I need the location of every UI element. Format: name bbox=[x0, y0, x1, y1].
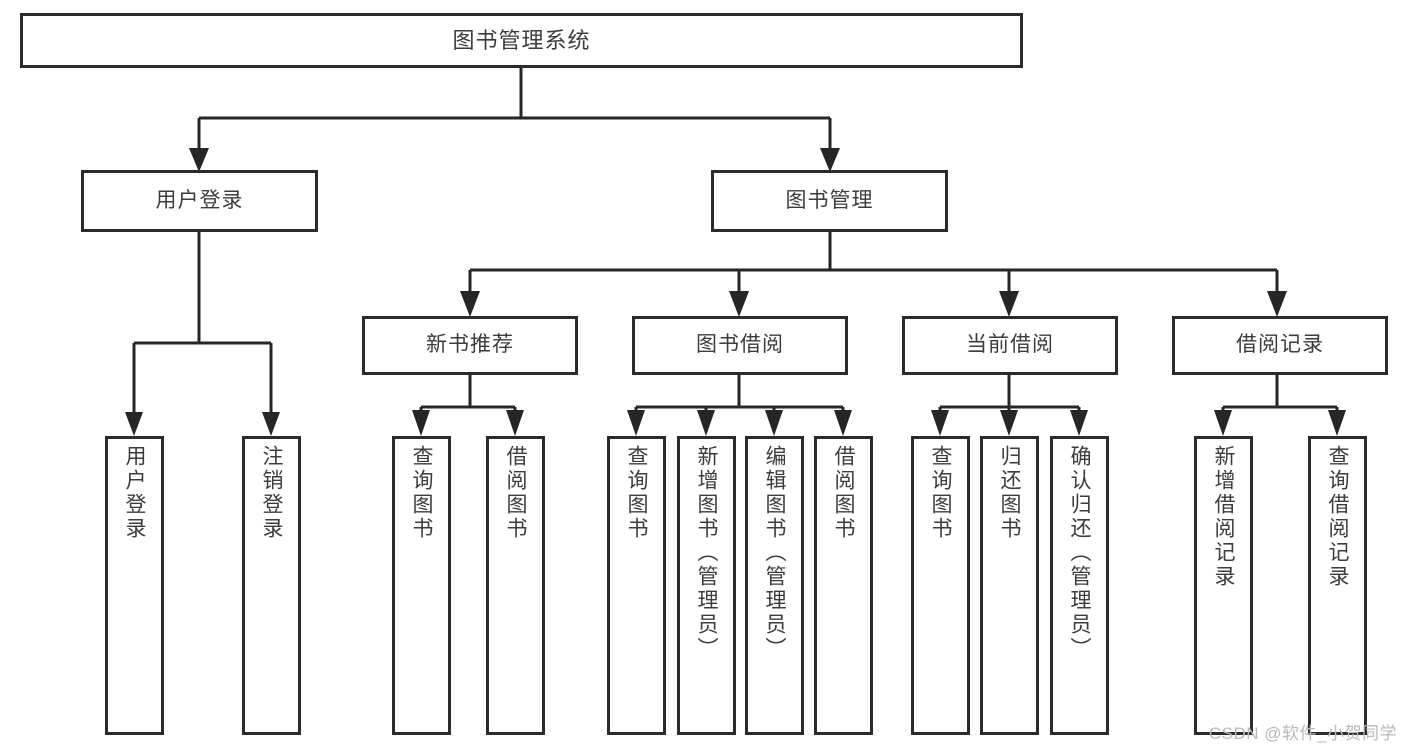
node-label: 用户登录 bbox=[155, 188, 244, 212]
node-new-book-recommendation[interactable]: 新书推荐 bbox=[362, 316, 578, 375]
leaf-user-login-logout[interactable]: 注销登录 bbox=[242, 436, 301, 735]
arrowhead-l3b bbox=[729, 291, 749, 317]
node-label: 查询图书 bbox=[410, 445, 433, 541]
arrowhead-newbook-leaf2 bbox=[506, 410, 524, 436]
arrowhead-borrow-leaf3 bbox=[765, 410, 783, 436]
node-label: 确认归还（管理员） bbox=[1068, 445, 1091, 661]
node-current-borrowing[interactable]: 当前借阅 bbox=[902, 316, 1118, 375]
node-label: 当前借阅 bbox=[966, 333, 1054, 357]
node-label: 查询图书 bbox=[929, 445, 952, 541]
arrowhead-borrow-leaf4 bbox=[834, 410, 852, 436]
arrowhead-current-leaf2 bbox=[1000, 410, 1018, 436]
node-label: 新增图书（管理员） bbox=[695, 445, 718, 661]
node-book-management[interactable]: 图书管理 bbox=[711, 170, 948, 232]
node-label: 新书推荐 bbox=[426, 333, 514, 357]
arrowhead-borrow-leaf1 bbox=[627, 410, 645, 436]
node-borrow-record[interactable]: 借阅记录 bbox=[1172, 316, 1388, 375]
arrowhead-userlogin-leaf2 bbox=[262, 412, 280, 436]
arrowhead-borrow-leaf2 bbox=[697, 410, 715, 436]
arrowhead-current-leaf3 bbox=[1070, 410, 1088, 436]
node-label: 图书管理 bbox=[785, 188, 874, 212]
arrowhead-l3a bbox=[460, 291, 480, 317]
node-user-login[interactable]: 用户登录 bbox=[81, 170, 318, 232]
node-root-book-management-system[interactable]: 图书管理系统 bbox=[20, 13, 1023, 68]
leaf-current-borrow-query[interactable]: 查询图书 bbox=[911, 436, 970, 735]
csdn-watermark: CSDN @软件_小贺同学 bbox=[1208, 724, 1397, 743]
arrowhead-userlogin bbox=[189, 148, 209, 172]
leaf-user-login-login[interactable]: 用户登录 bbox=[105, 436, 164, 735]
node-label: 归还图书 bbox=[998, 445, 1021, 541]
leaf-current-borrow-return[interactable]: 归还图书 bbox=[980, 436, 1039, 735]
arrowhead-record-leaf1 bbox=[1214, 410, 1232, 436]
node-label: 图书管理系统 bbox=[452, 27, 591, 53]
node-label: 用户登录 bbox=[123, 445, 146, 541]
arrowhead-bookmgmt bbox=[820, 148, 840, 172]
arrowhead-userlogin-leaf1 bbox=[125, 412, 143, 436]
node-book-borrowing[interactable]: 图书借阅 bbox=[632, 316, 848, 375]
node-label: 查询借阅记录 bbox=[1326, 445, 1349, 589]
arrowhead-newbook-leaf1 bbox=[412, 410, 430, 436]
node-label: 编辑图书（管理员） bbox=[763, 445, 786, 661]
node-label: 图书借阅 bbox=[696, 333, 784, 357]
leaf-borrow-record-query[interactable]: 查询借阅记录 bbox=[1308, 436, 1367, 735]
leaf-book-borrow-query[interactable]: 查询图书 bbox=[607, 436, 666, 735]
arrowhead-record-leaf2 bbox=[1328, 410, 1346, 436]
leaf-book-borrow-edit-admin[interactable]: 编辑图书（管理员） bbox=[745, 436, 804, 735]
leaf-borrow-record-add[interactable]: 新增借阅记录 bbox=[1194, 436, 1253, 735]
arrowhead-l3d bbox=[1267, 291, 1287, 317]
node-label: 借阅图书 bbox=[832, 445, 855, 541]
arrowhead-l3c bbox=[999, 291, 1019, 317]
leaf-book-borrow-add-admin[interactable]: 新增图书（管理员） bbox=[677, 436, 736, 735]
leaf-new-book-query[interactable]: 查询图书 bbox=[392, 436, 451, 735]
node-label: 新增借阅记录 bbox=[1212, 445, 1235, 589]
leaf-current-borrow-confirm-admin[interactable]: 确认归还（管理员） bbox=[1050, 436, 1109, 735]
node-label: 借阅图书 bbox=[504, 445, 527, 541]
leaf-new-book-borrow[interactable]: 借阅图书 bbox=[486, 436, 545, 735]
arrowhead-current-leaf1 bbox=[931, 410, 949, 436]
node-label: 借阅记录 bbox=[1236, 333, 1324, 357]
node-label: 查询图书 bbox=[625, 445, 648, 541]
leaf-book-borrow-borrow[interactable]: 借阅图书 bbox=[814, 436, 873, 735]
node-label: 注销登录 bbox=[260, 445, 283, 541]
